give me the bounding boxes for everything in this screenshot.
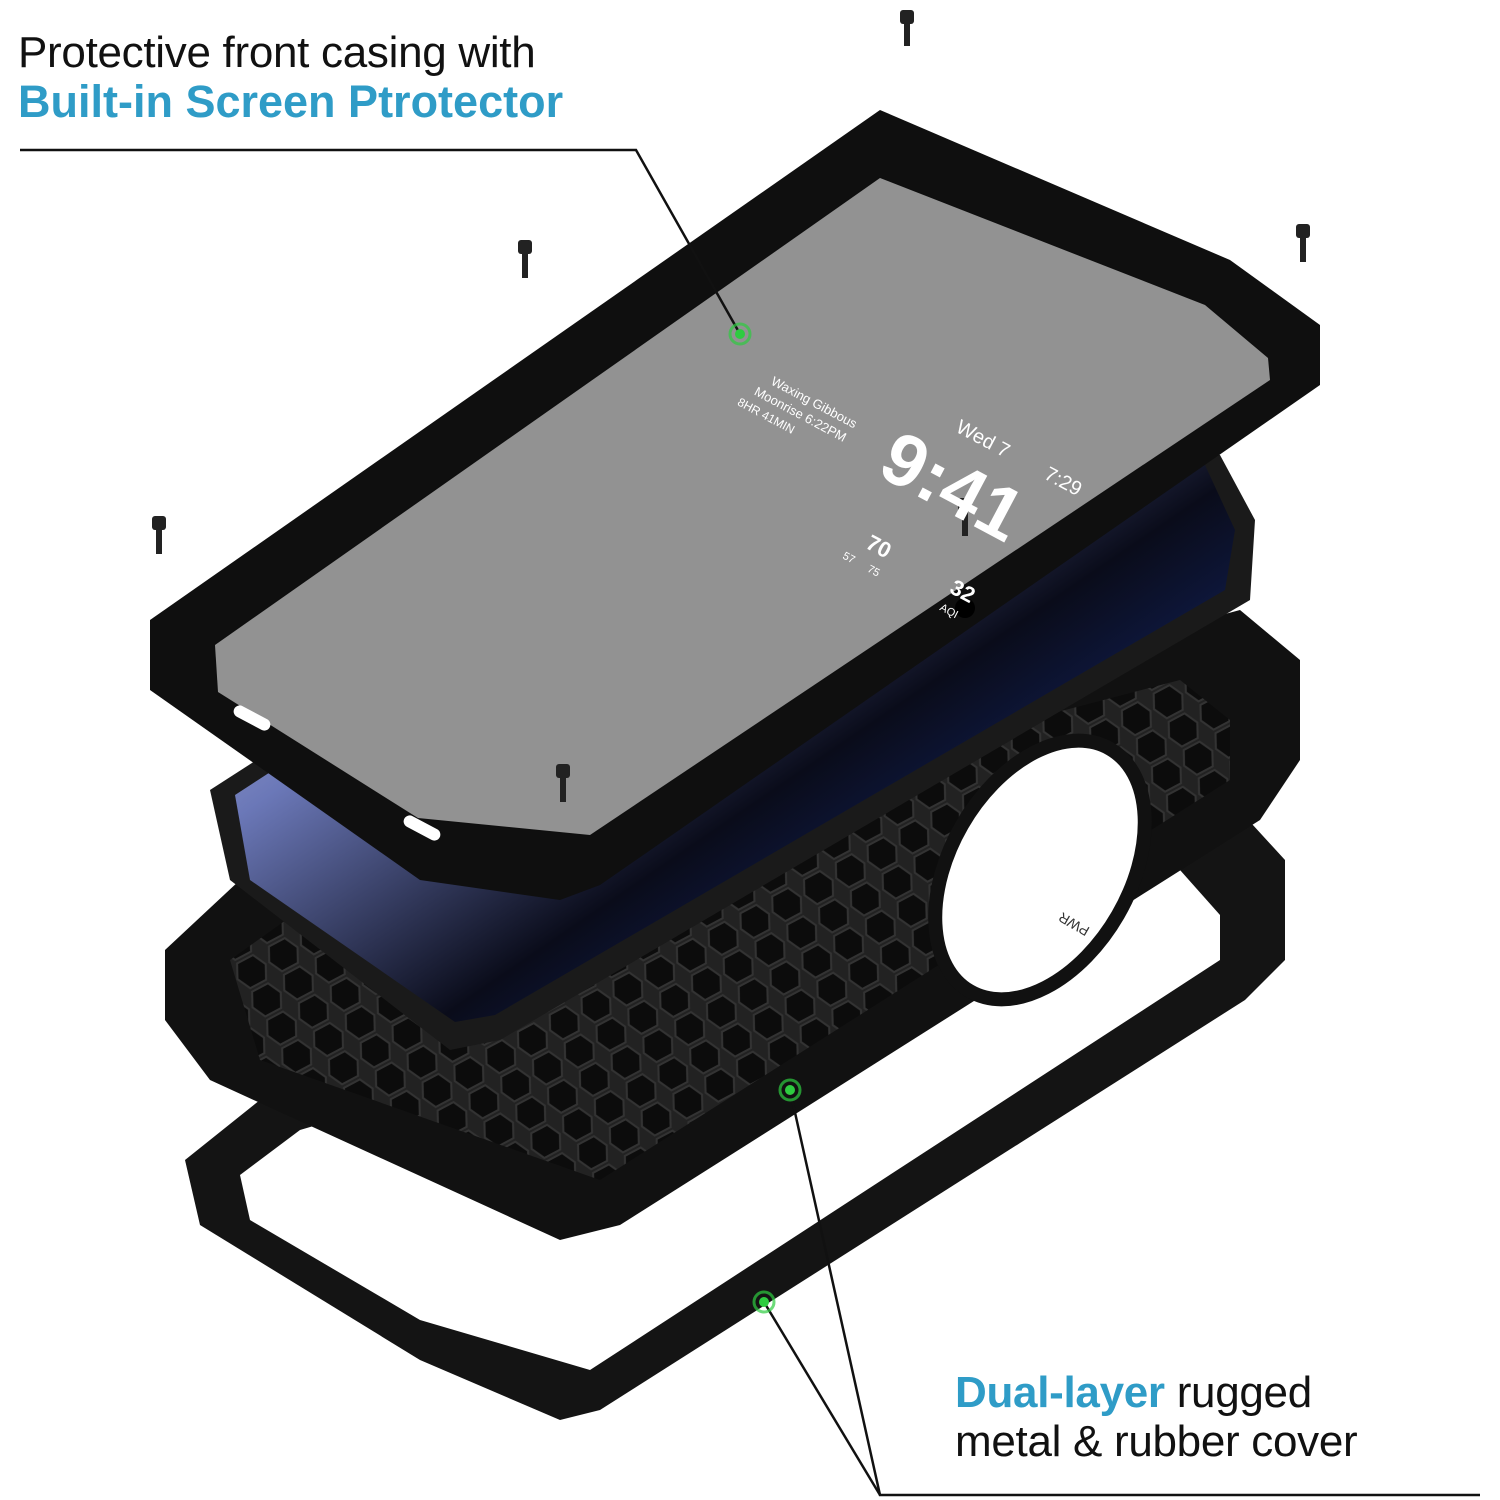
rubber-inner-layer [165,610,1300,1240]
screws [152,10,1310,802]
bottom-callout-line1: Dual-layer rugged [955,1368,1357,1417]
bottom-callout-line2: metal & rubber cover [955,1417,1358,1467]
bottom-callout: Dual-layer rugged metal & rubber cover [955,1368,1358,1467]
leader-lines [20,148,1480,1497]
bottom-callout-rest: rugged [1164,1368,1313,1417]
lock-temp-high: 75 [865,563,881,579]
callout-markers [728,322,802,1314]
bottom-callout-accent: Dual-layer [955,1368,1165,1417]
front-casing-frame [150,110,1320,900]
top-callout: Protective front casing with Built-in Sc… [18,28,563,128]
top-callout-line1: Protective front casing with [18,28,536,77]
lock-temp-low: 57 [840,550,856,566]
top-callout-line2: Built-in Screen Ptrotector [18,76,564,128]
